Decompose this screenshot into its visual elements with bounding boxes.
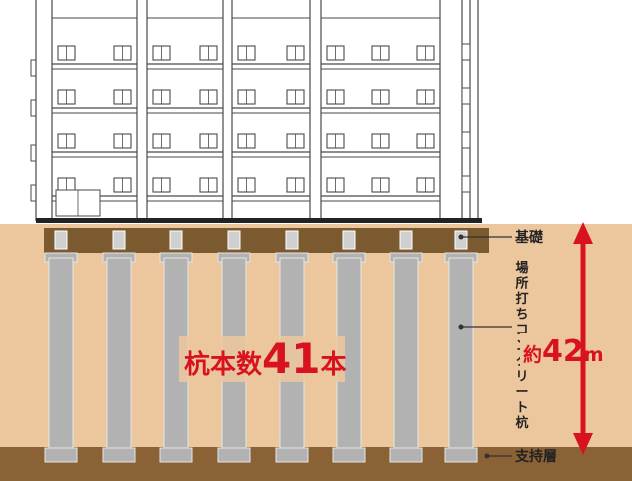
depth-label: 約42m (523, 334, 604, 369)
pile-base (389, 447, 423, 463)
pile-cap (169, 230, 183, 250)
building-facade (30, 0, 482, 223)
building-body (36, 0, 482, 221)
pile-base (275, 447, 309, 463)
depth-label-backdrop (520, 333, 628, 369)
depth-prefix: 約 (523, 343, 542, 366)
pile (389, 230, 423, 463)
depth-unit: m (584, 344, 604, 366)
building-side-notch (30, 184, 37, 202)
pile-shaft (448, 257, 474, 449)
pile-shaft (106, 257, 132, 449)
pile-cap (285, 230, 299, 250)
side-window (461, 87, 471, 105)
pile (332, 230, 366, 463)
depth-arrow-head-bottom (573, 433, 593, 455)
side-window (461, 131, 471, 149)
pile-base (159, 447, 193, 463)
pile-cap (454, 230, 468, 250)
pile-type-char: ト (515, 401, 528, 416)
depth-value: 42 (542, 334, 584, 369)
pile (44, 230, 78, 463)
annotations: 基礎 場所打ちコンクリート杭 支持層 約42m 杭本数41本 (179, 222, 628, 465)
pile-base (444, 447, 478, 463)
pile-leader-dot (458, 324, 464, 330)
pile-type-char: リ (515, 370, 528, 385)
pile-count-value: 41 (262, 334, 320, 383)
depth-arrow-head-top (573, 222, 593, 244)
bearing-leader-dot (484, 453, 490, 459)
foundation-label: 基礎 (515, 229, 544, 246)
pile-type-char: 打 (515, 291, 528, 307)
pile-count-backdrop (179, 336, 345, 382)
pile-type-char: 杭 (515, 415, 528, 431)
pile-cap (112, 230, 126, 250)
pile-count-prefix: 杭本数 (184, 349, 263, 380)
pile-type-char: 場 (515, 260, 528, 276)
foundation-leader-dot (458, 234, 464, 240)
side-window (461, 175, 471, 193)
piles-group (44, 230, 478, 463)
svg-text:約42m: 約42m (523, 334, 604, 369)
side-window (461, 43, 471, 61)
pile-base (332, 447, 366, 463)
pile (102, 230, 136, 463)
building-side-notch (30, 59, 37, 77)
building-side-notch (30, 144, 37, 162)
pile-type-char: ち (515, 308, 528, 323)
base-slab (36, 218, 482, 223)
pile-type-char: ー (515, 385, 528, 400)
pile-base (217, 447, 251, 463)
pile-shaft (393, 257, 419, 449)
building-side-notch (30, 99, 37, 117)
pile-shaft (48, 257, 74, 449)
pile-base (102, 447, 136, 463)
pile-type-char: 所 (515, 276, 528, 292)
pile (444, 230, 478, 463)
pile-count-label: 杭本数41本 (179, 334, 346, 383)
pile-cap (227, 230, 241, 250)
foundation-band (44, 228, 489, 253)
pile-cap (342, 230, 356, 250)
pile-cap (54, 230, 68, 250)
svg-text:杭本数41本: 杭本数41本 (184, 334, 346, 383)
pile-base (44, 447, 78, 463)
pile-cap (399, 230, 413, 250)
pile-count-suffix: 本 (320, 350, 346, 380)
bearing-layer-label: 支持層 (514, 448, 557, 465)
